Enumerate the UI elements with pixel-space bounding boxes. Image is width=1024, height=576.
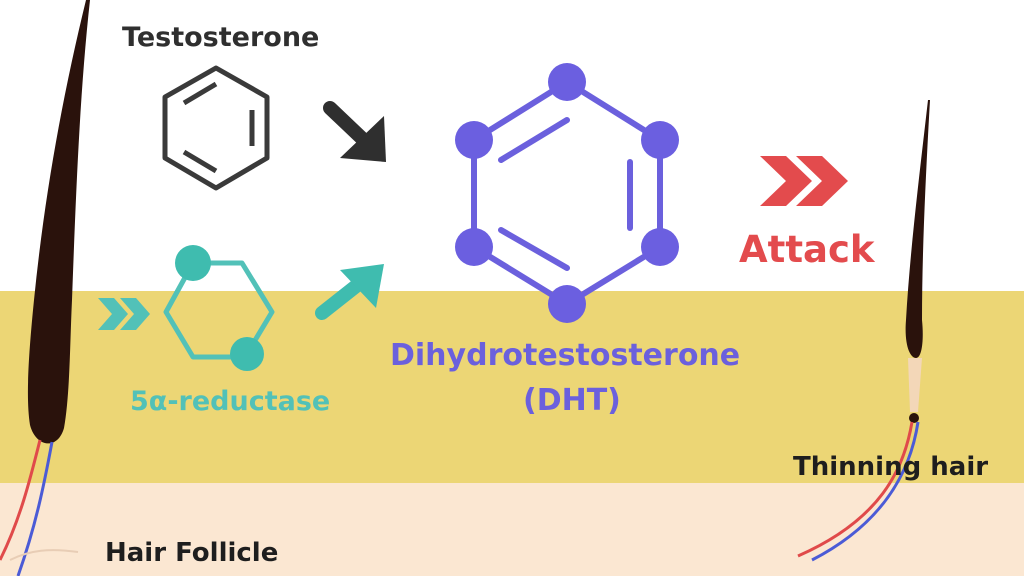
arrow-down-right-icon	[323, 101, 386, 162]
thinning-hair-icon	[797, 100, 930, 562]
benzene-ring-icon	[162, 65, 270, 191]
attack-chevrons-icon	[760, 156, 848, 206]
enzyme-label: 5α-reductase	[130, 386, 331, 417]
dht-molecule-icon	[455, 63, 679, 323]
arrow-up-right-icon	[315, 264, 384, 320]
enzyme-ring-icon	[163, 245, 275, 371]
attack-label: Attack	[739, 228, 875, 271]
dht-label-line1: Dihydrotestosterone	[390, 338, 741, 373]
double-chevron-right-icon	[98, 298, 150, 330]
skin-band	[0, 483, 1024, 576]
hair-follicle-label: Hair Follicle	[105, 538, 279, 568]
thick-hair-icon	[0, 0, 90, 576]
thinning-hair-label: Thinning hair	[793, 452, 989, 482]
dht-label-line2: (DHT)	[523, 383, 621, 418]
testosterone-label: Testosterone	[122, 22, 320, 53]
